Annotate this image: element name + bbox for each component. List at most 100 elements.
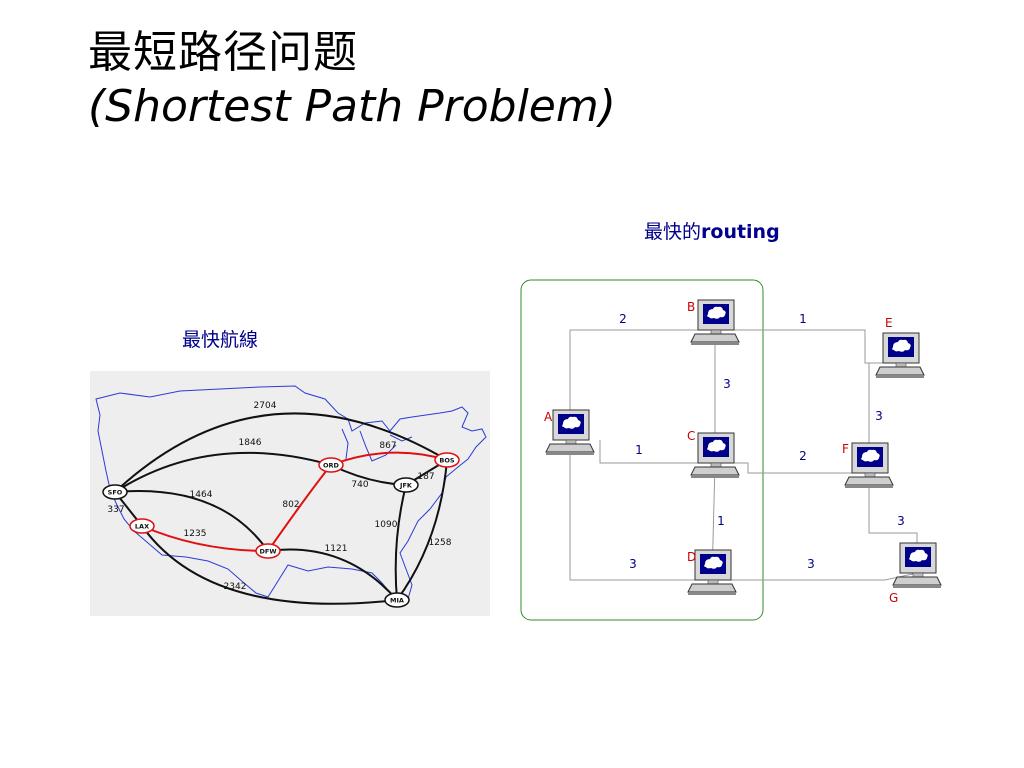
slide-title: 最短路径问题 (Shortest Path Problem) (88, 26, 616, 134)
link-a-b (569, 329, 715, 440)
route-bos-mia (396, 459, 448, 601)
route-distance-label: 1258 (429, 538, 452, 548)
computer-node-d (687, 549, 737, 595)
node-label: D (687, 550, 696, 564)
node-label: A (544, 410, 553, 424)
keyboard-icon (892, 576, 942, 586)
city-label: LAX (135, 523, 149, 531)
city-label: MIA (390, 597, 404, 605)
monitor-stand-icon (864, 472, 876, 478)
airline-caption: 最快航線 (182, 329, 259, 351)
monitor-stand-icon (710, 329, 722, 335)
link-weight-label: 3 (629, 557, 637, 571)
base-shadow-icon (546, 452, 594, 455)
link-weight-label: 3 (897, 514, 905, 528)
base-shadow-icon (688, 592, 736, 595)
keyboard-icon (844, 476, 894, 486)
computer-node-e (875, 332, 925, 378)
route-distance-label: 740 (351, 480, 368, 490)
keyboard-icon (875, 366, 925, 376)
node-label: C (687, 429, 695, 443)
computer-node-c (690, 432, 740, 478)
computer-node-g (892, 542, 942, 588)
route-sfo-ord (114, 451, 332, 493)
computer-node-a (545, 409, 595, 455)
monitor-stand-icon (565, 439, 577, 445)
route-distance-label: 1121 (325, 544, 348, 554)
cloud-icon (909, 549, 928, 562)
great-lakes (341, 428, 413, 462)
city-label: SFO (108, 489, 123, 497)
city-node-dfw (255, 543, 281, 559)
routing-caption: 最快的routing (644, 217, 780, 244)
route-jfk-mia (394, 484, 407, 601)
keyboard-icon (687, 583, 737, 593)
airline-map: 2704 1846 1464 337 1235 2342 802 1121 867 740 187 1… (90, 371, 490, 616)
link-weight-label: 3 (807, 557, 815, 571)
cloud-icon (861, 449, 880, 462)
route-distance-label: 1235 (184, 529, 207, 539)
base-shadow-icon (876, 375, 924, 378)
link-weight-label: 2 (799, 449, 807, 463)
city-node-lax (129, 518, 155, 534)
route-lax-mia (141, 525, 398, 605)
route-lax-dfw (141, 525, 269, 552)
node-label: E (885, 316, 893, 330)
cloud-icon (707, 439, 726, 452)
route-dfw-mia (267, 548, 398, 601)
city-node-ord (318, 457, 344, 473)
link-b-e (715, 329, 900, 364)
route-distance-label: 1464 (190, 490, 213, 500)
link-a-d (569, 453, 712, 581)
routing-subnet-box (520, 279, 764, 621)
cloud-icon (704, 556, 723, 569)
monitor-stand-icon (895, 362, 907, 368)
city-label: ORD (323, 462, 340, 470)
link-weight-label: 3 (875, 409, 883, 423)
route-distance-label: 187 (417, 472, 434, 482)
monitor-stand-icon (710, 462, 722, 468)
link-weight-label: 1 (717, 514, 725, 528)
base-shadow-icon (893, 585, 941, 588)
city-node-jfk (393, 477, 419, 493)
city-label: JFK (399, 482, 413, 490)
monitor-stand-icon (707, 579, 719, 585)
map-background (90, 371, 490, 616)
cloud-icon (892, 339, 911, 352)
base-shadow-icon (691, 475, 739, 478)
route-distance-label: 2342 (224, 582, 247, 592)
route-distance-label: 867 (379, 441, 396, 451)
node-label: B (687, 300, 695, 314)
title-chinese: 最短路径问题 (88, 27, 358, 78)
cloud-icon (707, 306, 726, 319)
link-weight-label: 2 (619, 312, 627, 326)
keyboard-icon (690, 466, 740, 476)
base-shadow-icon (845, 485, 893, 488)
routing-caption-en: routing (701, 221, 780, 243)
route-sfo-bos (114, 412, 448, 493)
route-sfo-dfw (114, 490, 269, 552)
link-weight-label: 3 (723, 377, 731, 391)
link-weight-label: 1 (635, 443, 643, 457)
route-distance-label: 2704 (254, 401, 277, 411)
monitor-stand-icon (912, 572, 924, 578)
computer-node-b (690, 299, 740, 345)
routing-caption-cn: 最快的 (644, 221, 702, 243)
city-node-mia (384, 592, 410, 608)
city-node-sfo (102, 484, 128, 500)
base-shadow-icon (691, 342, 739, 345)
city-node-bos (434, 452, 460, 468)
node-label: G (889, 591, 898, 605)
cloud-icon (562, 416, 581, 429)
route-distance-label: 337 (107, 505, 124, 515)
route-ord-bos (330, 451, 448, 466)
keyboard-icon (545, 443, 595, 453)
city-label: BOS (439, 457, 454, 465)
node-label: F (842, 442, 849, 456)
keyboard-icon (690, 333, 740, 343)
title-english: (Shortest Path Problem) (88, 81, 616, 132)
route-distance-label: 802 (282, 500, 299, 510)
link-d-g (712, 572, 918, 581)
route-distance-label: 1846 (239, 438, 262, 448)
